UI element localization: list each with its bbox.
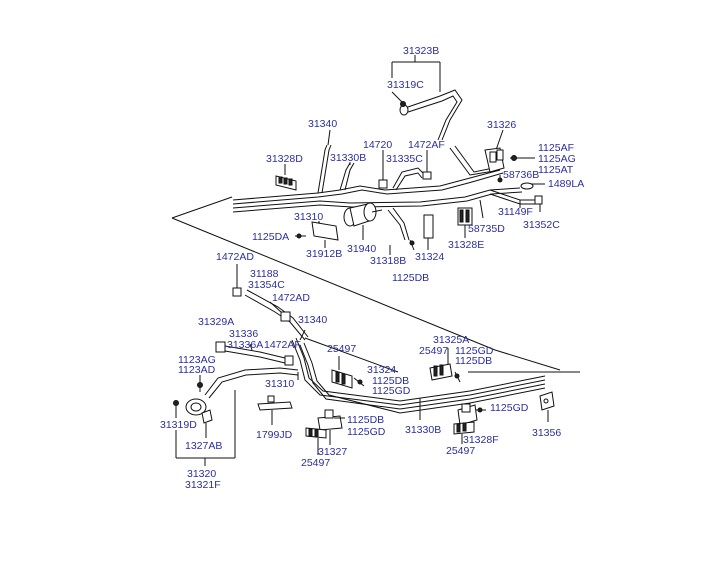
part-31327-clip bbox=[317, 409, 345, 445]
part-31356-bracket bbox=[539, 391, 555, 422]
label-31329A: 31329A bbox=[198, 316, 234, 328]
label-31319C: 31319C bbox=[387, 79, 424, 91]
part-31352C bbox=[534, 195, 543, 212]
label-1125GD-b: 1125GD bbox=[372, 385, 411, 397]
bolt-1125DA bbox=[295, 233, 306, 239]
label-1125DB-top: 1125DB bbox=[392, 272, 429, 284]
label-58735D: 58735D bbox=[468, 223, 505, 235]
label-31335C: 31335C bbox=[386, 153, 423, 165]
part-31328E-clip bbox=[457, 207, 473, 238]
label-31328D: 31328D bbox=[266, 153, 303, 165]
part-1799JD-band bbox=[257, 395, 293, 425]
part-31329A bbox=[215, 341, 226, 353]
label-1125GD-d: 1125GD bbox=[347, 426, 386, 438]
label-1125AF: 1125AF bbox=[538, 142, 574, 154]
part-1472AD-clamp-a bbox=[232, 264, 242, 297]
label-31318B: 31318B bbox=[370, 255, 406, 267]
part-1472AF-clamp bbox=[422, 150, 432, 180]
part-labels: 31323B 31319C 31326 31340 14720 1472AF 1… bbox=[160, 45, 584, 491]
label-1125DA: 1125DA bbox=[252, 231, 289, 243]
label-31319D: 31319D bbox=[160, 419, 197, 431]
label-1125DB-b: 1125DB bbox=[372, 375, 409, 387]
part-25497-clip-d bbox=[453, 421, 475, 444]
part-25497-clip-c bbox=[305, 427, 327, 455]
part-58735D bbox=[479, 199, 484, 219]
bolt-1125DB-top bbox=[409, 239, 415, 251]
label-31321F: 31321F bbox=[185, 479, 221, 491]
label-31327: 31327 bbox=[318, 446, 347, 458]
label-58736B: 58736B bbox=[503, 169, 539, 181]
label-1472AD-b: 1472AD bbox=[272, 292, 310, 304]
part-31328D-clip bbox=[275, 164, 297, 191]
part-31324-top bbox=[423, 214, 434, 250]
part-31336A-hose bbox=[204, 367, 299, 399]
label-31340-top: 31340 bbox=[308, 118, 337, 130]
part-31324-bottom bbox=[353, 377, 365, 387]
label-14720: 14720 bbox=[363, 139, 392, 151]
part-31328F-clip bbox=[457, 403, 486, 426]
label-31310-top: 31310 bbox=[294, 211, 323, 223]
part-31326-bracket bbox=[484, 129, 505, 173]
label-25497-d: 25497 bbox=[446, 445, 475, 457]
label-1489LA: 1489LA bbox=[548, 178, 584, 190]
part-31940-filter bbox=[343, 202, 383, 240]
part-31912B-bracket bbox=[311, 221, 339, 248]
label-1125AG-top: 1125AG bbox=[538, 153, 576, 165]
label-31340-bot: 31340 bbox=[298, 314, 327, 326]
part-25497-clip-a bbox=[331, 356, 353, 389]
label-1799JD: 1799JD bbox=[256, 429, 293, 441]
label-31325A: 31325A bbox=[433, 334, 469, 346]
label-1472AD-a: 1472AD bbox=[216, 251, 254, 263]
label-25497-a: 25497 bbox=[327, 343, 356, 355]
label-31352C: 31352C bbox=[523, 219, 560, 231]
label-1125GD-a: 1125GD bbox=[455, 345, 494, 357]
leader-lines bbox=[249, 129, 421, 420]
label-31310-bot: 31310 bbox=[265, 378, 294, 390]
part-14720-hose bbox=[378, 150, 426, 191]
part-31336-hose bbox=[224, 345, 294, 366]
label-31330B-bot: 31330B bbox=[405, 424, 441, 436]
label-1125DB-a: 1125DB bbox=[455, 355, 492, 367]
label-31324-bot: 31324 bbox=[367, 364, 396, 376]
part-31319D bbox=[173, 400, 179, 418]
label-31330B-top: 31330B bbox=[330, 152, 366, 164]
part-31323B-hose bbox=[391, 55, 463, 141]
label-31354C: 31354C bbox=[248, 279, 285, 291]
label-31336A: 31336A bbox=[227, 339, 263, 351]
bolts-1125AF-AG-AT bbox=[497, 155, 535, 183]
label-31356: 31356 bbox=[532, 427, 561, 439]
label-31324-top: 31324 bbox=[415, 251, 444, 263]
label-31336: 31336 bbox=[229, 328, 258, 340]
part-1327AB bbox=[201, 409, 213, 438]
label-1125DB-c: 1125DB bbox=[347, 414, 384, 426]
label-31188: 31188 bbox=[250, 268, 279, 280]
label-1327AB: 1327AB bbox=[185, 440, 222, 452]
label-1125AT: 1125AT bbox=[538, 164, 574, 176]
label-1472AF-bot: 1472AF bbox=[264, 339, 301, 351]
label-31940: 31940 bbox=[347, 243, 376, 255]
label-1123AD: 1123AD bbox=[178, 364, 216, 376]
part-filler-neck bbox=[185, 398, 207, 416]
part-1489LA bbox=[520, 182, 545, 190]
underbody-outline bbox=[171, 196, 580, 373]
label-1125GD-c: 1125GD bbox=[490, 402, 529, 414]
label-31323B: 31323B bbox=[403, 45, 439, 57]
label-1472AF-top: 1472AF bbox=[408, 139, 445, 151]
label-31912B: 31912B bbox=[306, 248, 342, 260]
label-31320: 31320 bbox=[187, 468, 216, 480]
bolts-1123AG-AD bbox=[197, 375, 203, 392]
assembly-31320-bracket bbox=[175, 390, 236, 466]
label-31326: 31326 bbox=[487, 119, 516, 131]
label-31149F: 31149F bbox=[498, 206, 533, 218]
part-31325A-clip bbox=[429, 348, 461, 383]
part-1472AD-clamp-b bbox=[269, 301, 291, 322]
label-31328F: 31328F bbox=[463, 434, 499, 446]
label-25497-c: 25497 bbox=[301, 457, 330, 469]
label-31328E: 31328E bbox=[448, 239, 484, 251]
label-1123AG: 1123AG bbox=[178, 354, 216, 366]
label-25497-b: 25497 bbox=[419, 345, 448, 357]
